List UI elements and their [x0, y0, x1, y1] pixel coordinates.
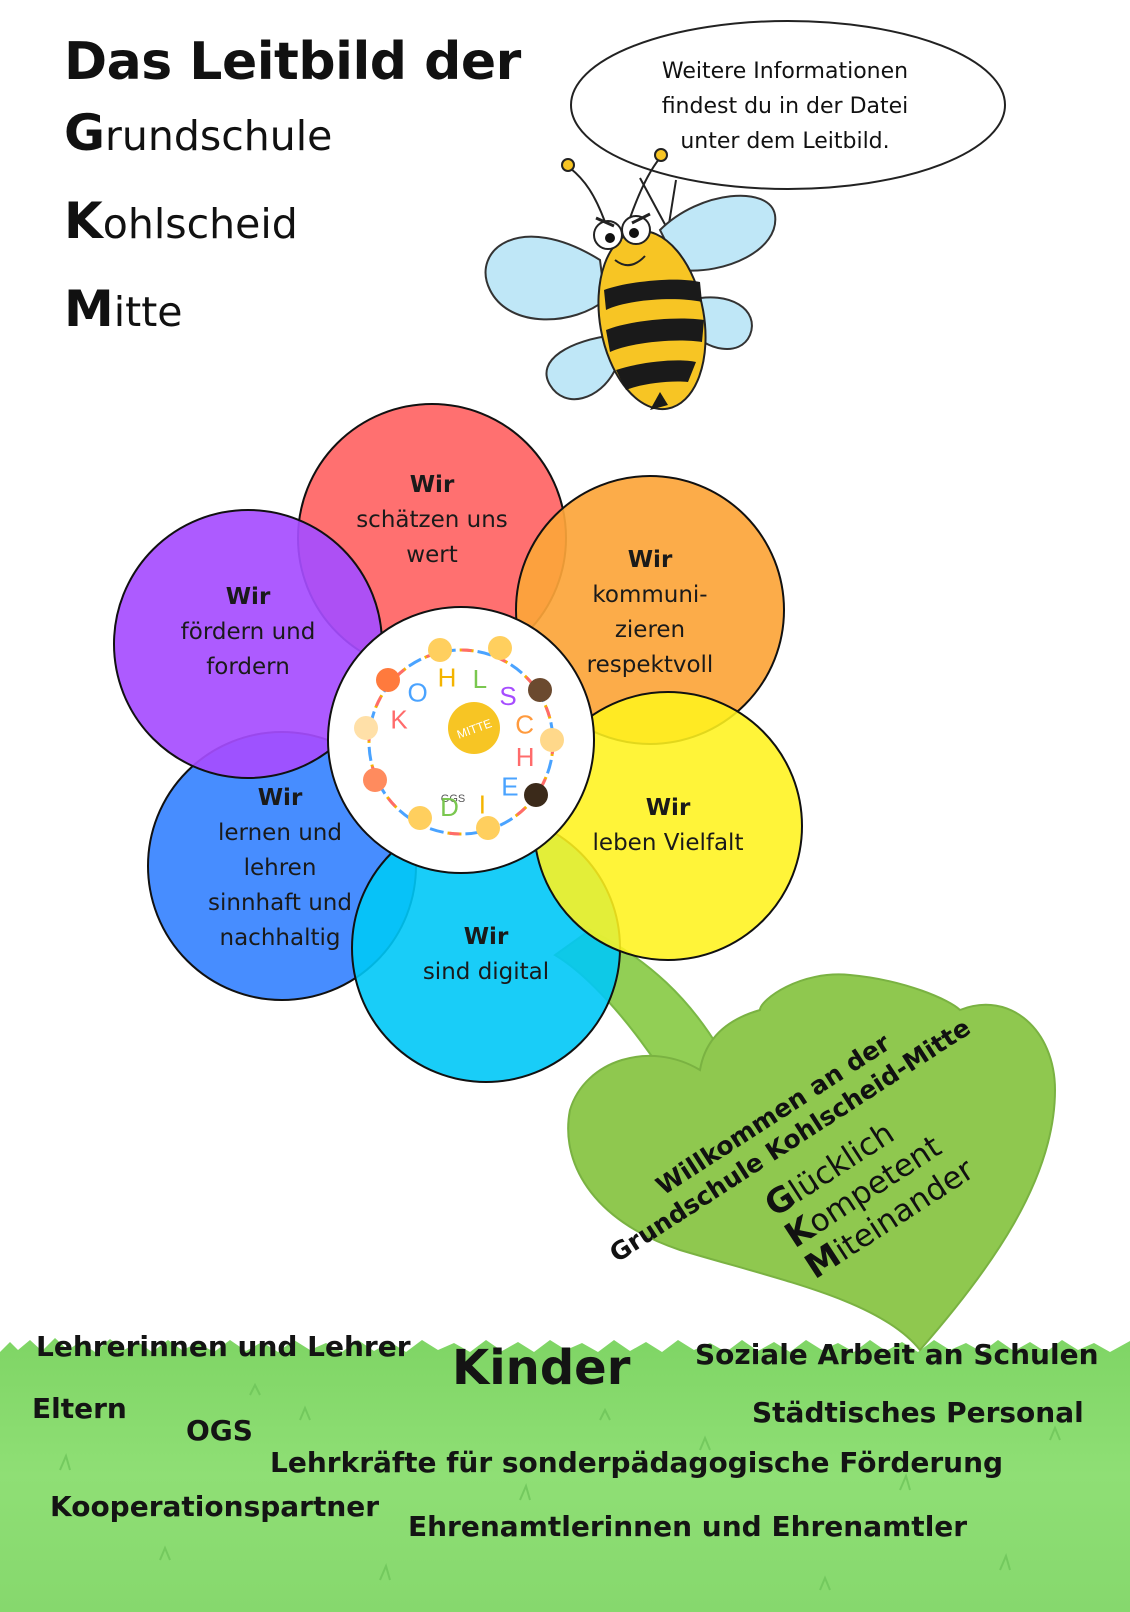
label-ogs: OGS: [186, 1414, 253, 1447]
petal-text-lower-right: Wir leben Vielfalt: [568, 791, 768, 861]
title-initial: K: [64, 192, 103, 250]
petal-heading: Wir: [645, 795, 691, 821]
label-teachers: Lehrerinnen und Lehrer: [36, 1330, 411, 1363]
bee-mascot: [484, 148, 777, 411]
logo-letter: H: [438, 663, 457, 693]
logo-letter: H: [516, 742, 535, 772]
logo-letter: C: [515, 709, 534, 739]
logo-small-text: GGS: [441, 793, 465, 805]
title-rest: itte: [113, 288, 183, 336]
label-social-work: Soziale Arbeit an Schulen: [695, 1338, 1099, 1371]
logo-letter: I: [479, 789, 486, 819]
logo-letter: K: [390, 704, 408, 734]
label-partners: Kooperationspartner: [50, 1490, 380, 1523]
label-municipal-staff: Städtisches Personal: [752, 1396, 1084, 1429]
title-initial: G: [64, 104, 106, 162]
bubble-line: unter dem Leitbild.: [680, 129, 890, 154]
petal-heading: Wir: [627, 547, 673, 573]
label-children: Kinder: [452, 1340, 631, 1396]
bubble-line: Weitere Informationen: [661, 59, 909, 84]
title-rest: ohlscheid: [102, 200, 298, 248]
logo-letter: E: [501, 771, 518, 801]
label-parents: Eltern: [32, 1392, 127, 1425]
title-line-district: Mitte: [64, 284, 183, 334]
logo-letter: L: [473, 664, 487, 694]
petal-text-bottom: Wir sind digital: [386, 920, 586, 990]
logo-letter: O: [407, 677, 427, 707]
title-rest: rundschule: [105, 112, 333, 160]
petal-heading: Wir: [257, 785, 303, 811]
petal-heading: Wir: [463, 924, 509, 950]
grass-field: [0, 1338, 1130, 1612]
page-title: Das Leitbild der: [64, 32, 521, 92]
speech-bubble-text: Weitere Informationen findest du in der …: [600, 54, 970, 159]
heart-leaf: [567, 973, 1057, 1352]
bubble-line: findest du in der Datei: [661, 94, 909, 119]
title-line-school: Grundschule: [64, 108, 332, 158]
petal-heading: Wir: [409, 472, 455, 498]
title-line-town: Kohlscheid: [64, 196, 298, 246]
logo-letter: S: [499, 681, 516, 711]
title-initial: M: [64, 280, 114, 338]
petal-heading: Wir: [225, 584, 271, 610]
logo-letter: D: [440, 792, 459, 822]
label-volunteers: Ehrenamtlerinnen und Ehrenamtler: [408, 1510, 968, 1543]
label-special-ed: Lehrkräfte für sonderpädagogische Förder…: [270, 1446, 1004, 1479]
